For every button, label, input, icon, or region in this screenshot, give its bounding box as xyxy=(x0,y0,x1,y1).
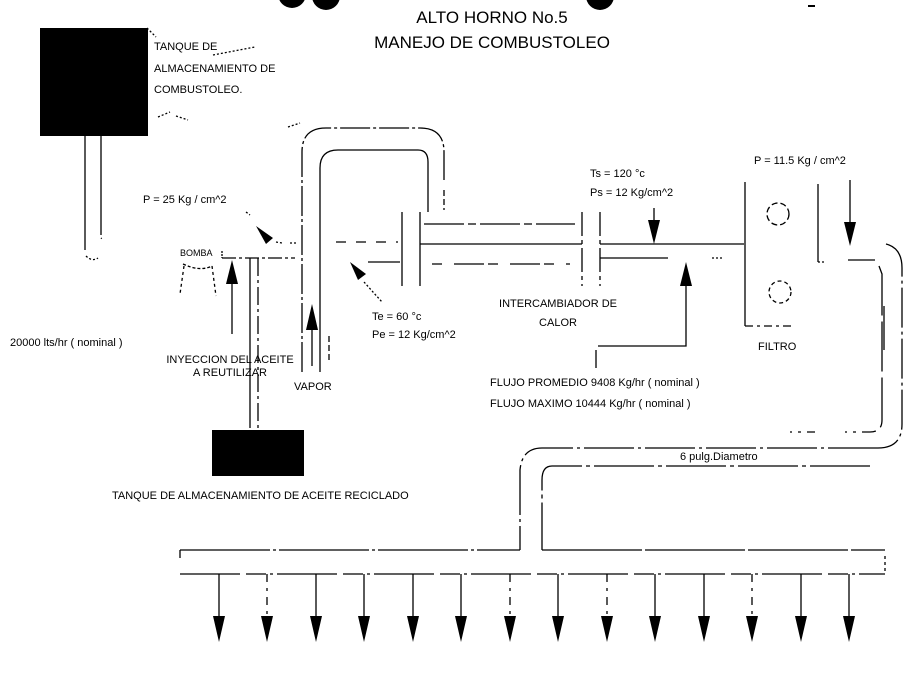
pump-pressure-arrow xyxy=(256,226,273,244)
average-flow-label: FLUJO PROMEDIO 9408 Kg/hr ( nominal ) xyxy=(490,377,700,389)
top-circle-2 xyxy=(312,0,340,10)
outlet-arrow-icon xyxy=(601,616,613,642)
outlet-arrow-icon xyxy=(261,616,273,642)
outlet-arrow-icon xyxy=(795,616,807,642)
inlet-temp-label: Te = 60 °c xyxy=(372,311,422,323)
pump xyxy=(179,263,217,297)
fuel-storage-tank xyxy=(40,28,148,136)
outlet-arrow-icon xyxy=(358,616,370,642)
maximum-flow-label: FLUJO MAXIMO 10444 Kg/hr ( nominal ) xyxy=(490,398,691,410)
flow-return-line xyxy=(598,286,687,347)
heat-exchanger xyxy=(401,212,601,286)
inlet-pressure-label: Pe = 12 Kg/cm^2 xyxy=(372,329,456,341)
diagram-title-line2: MANEJO DE COMBUSTOLEO xyxy=(374,33,610,52)
outlet-arrow-icon xyxy=(698,616,710,642)
filter xyxy=(744,182,819,327)
heat-exchanger-label-2: CALOR xyxy=(539,317,577,329)
pump-pressure-label: P = 25 Kg / cm^2 xyxy=(143,194,227,206)
heat-exchanger-label-1: INTERCAMBIADOR DE xyxy=(499,298,617,310)
main-pipe-label: 6 pulg.Diametro xyxy=(680,451,758,463)
injection-label-2: A REUTILIZAR xyxy=(193,367,267,379)
steam-label: VAPOR xyxy=(294,381,332,393)
flow-rate-label: 20000 lts/hr ( nominal ) xyxy=(10,337,123,349)
filter-pressure-arrow xyxy=(844,222,856,246)
outlet-arrow-icon xyxy=(310,616,322,642)
outlet-arrow-icon xyxy=(455,616,467,642)
fuel-tank-label-2: ALMACENAMIENTO DE xyxy=(154,63,276,75)
pump-label: BOMBA xyxy=(180,248,213,258)
filter-label: FILTRO xyxy=(758,341,797,353)
flow-info-arrow-up xyxy=(680,262,692,286)
injection-label-1: INYECCION DEL ACEITE xyxy=(166,354,294,366)
outlet-arrow-icon xyxy=(407,616,419,642)
fuel-tank-label-3: COMBUSTOLEO. xyxy=(154,84,243,96)
filter-pressure-label: P = 11.5 Kg / cm^2 xyxy=(754,155,846,167)
fuel-tank-label-1: TANQUE DE xyxy=(154,41,218,53)
steam-arrow-head xyxy=(306,304,318,330)
outlet-arrow-icon xyxy=(843,616,855,642)
recycled-oil-tank xyxy=(212,430,304,476)
outlet-arrow-icon xyxy=(746,616,758,642)
inlet-pointer-arrow xyxy=(350,262,366,280)
diagram-title-line1: ALTO HORNO No.5 xyxy=(416,8,568,27)
outlet-arrow-icon xyxy=(552,616,564,642)
injection-arrow-head xyxy=(226,260,238,284)
outlet-temp-label: Ts = 120 °c xyxy=(590,168,645,180)
outlet-arrow-icon xyxy=(504,616,516,642)
outlet-pressure-label: Ps = 12 Kg/cm^2 xyxy=(590,187,674,199)
outlet-arrow-icon xyxy=(649,616,661,642)
outlet-arrow-icon xyxy=(213,616,225,642)
top-circle-1 xyxy=(279,0,305,8)
outlet-nozzles xyxy=(213,574,855,642)
top-circle-3 xyxy=(586,0,614,10)
recycled-tank-label: TANQUE DE ALMACENAMIENTO DE ACEITE RECIC… xyxy=(112,490,409,502)
outlet-arrow-down xyxy=(648,220,660,244)
